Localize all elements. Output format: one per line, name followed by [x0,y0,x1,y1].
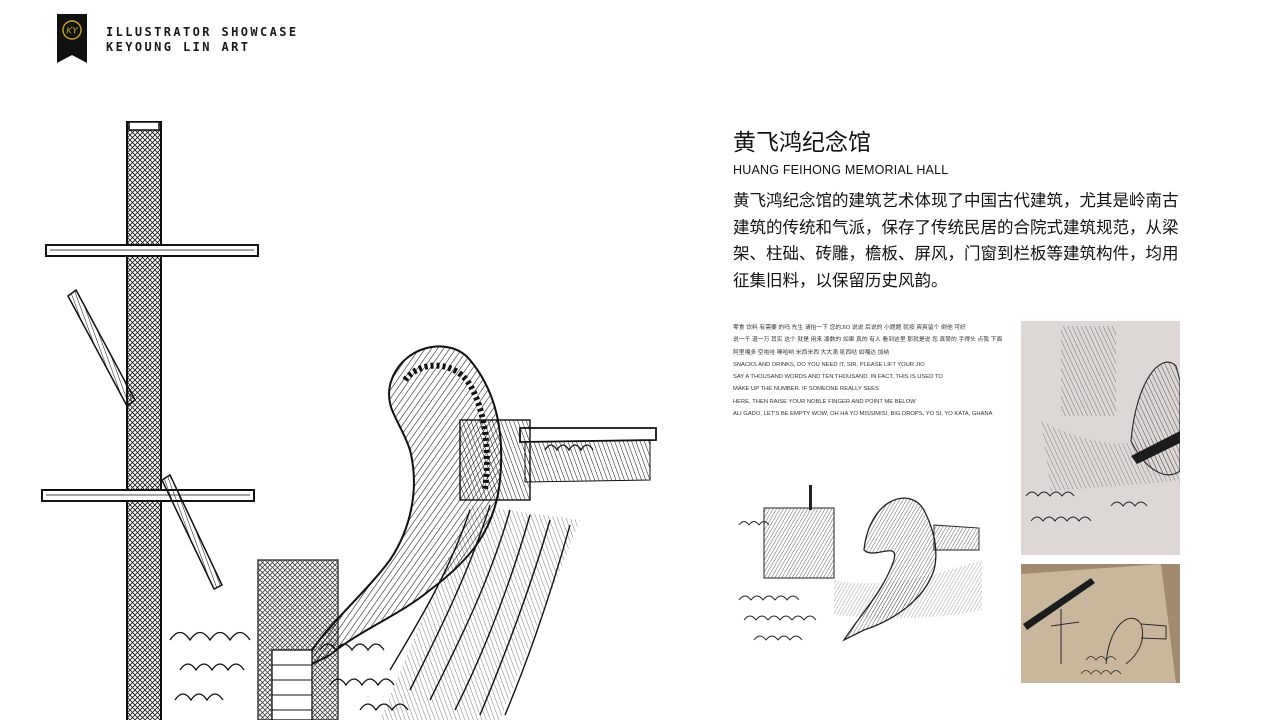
brand-header: KY ILLUSTRATOR SHOWCASE KEYOUNG LIN ART [57,14,299,63]
ky-logo: KY [57,14,87,63]
filler-text-block: 零食 饮料 有需要 的吗 先生 请抬一下 您的JIO 说说 后说的 小题题 就按… [733,322,1003,420]
filler-line: SNACKS AND DRINKS, DO YOU NEED IT, SIR, … [733,361,925,368]
filler-line: 阿里嘎多 空啦哇 噢哈哟 米西米西 大大滴 吼西哒 如嘎达 加纳 [733,349,890,356]
process-photo-2 [1021,564,1180,683]
process-photo-1 [1021,321,1180,555]
filler-line: 零食 饮料 有需要 的吗 先生 请抬一下 您的JIO 说说 后说的 小题题 就按… [733,325,966,331]
page-title-cn: 黄飞鸿纪念馆 [733,130,871,156]
description-paragraph: 黄飞鸿纪念馆的建筑艺术体现了中国古代建筑，尤其是岭南古建筑的传统和气派，保存了传… [733,191,1179,290]
logo-monogram: KY [66,27,79,37]
page-title-en: HUANG FEIHONG MEMORIAL HALL [733,163,949,177]
brand-line-artist: KEYOUNG LIN ART [106,40,251,54]
filler-line: ALI GADO, LET'S BE EMPTY WOW, OH HA YO M… [733,411,993,418]
brand-line-showcase: ILLUSTRATOR SHOWCASE [106,25,299,39]
filler-line: 说一千 道一万 其实 这个 就是 用来 凑数的 如果 真的 有人 看到这里 那就… [733,337,1003,344]
filler-line: MAKE UP THE NUMBER. IF SOMEONE REALLY SE… [733,386,879,393]
filler-line: HERE, THEN RAISE YOUR NOBLE FINGER AND P… [733,398,916,405]
filler-line: SAY A THOUSAND WORDS AND TEN THOUSAND. I… [733,374,943,381]
thumbnail-sketch [734,480,986,652]
main-sketch-illustration [0,110,670,720]
